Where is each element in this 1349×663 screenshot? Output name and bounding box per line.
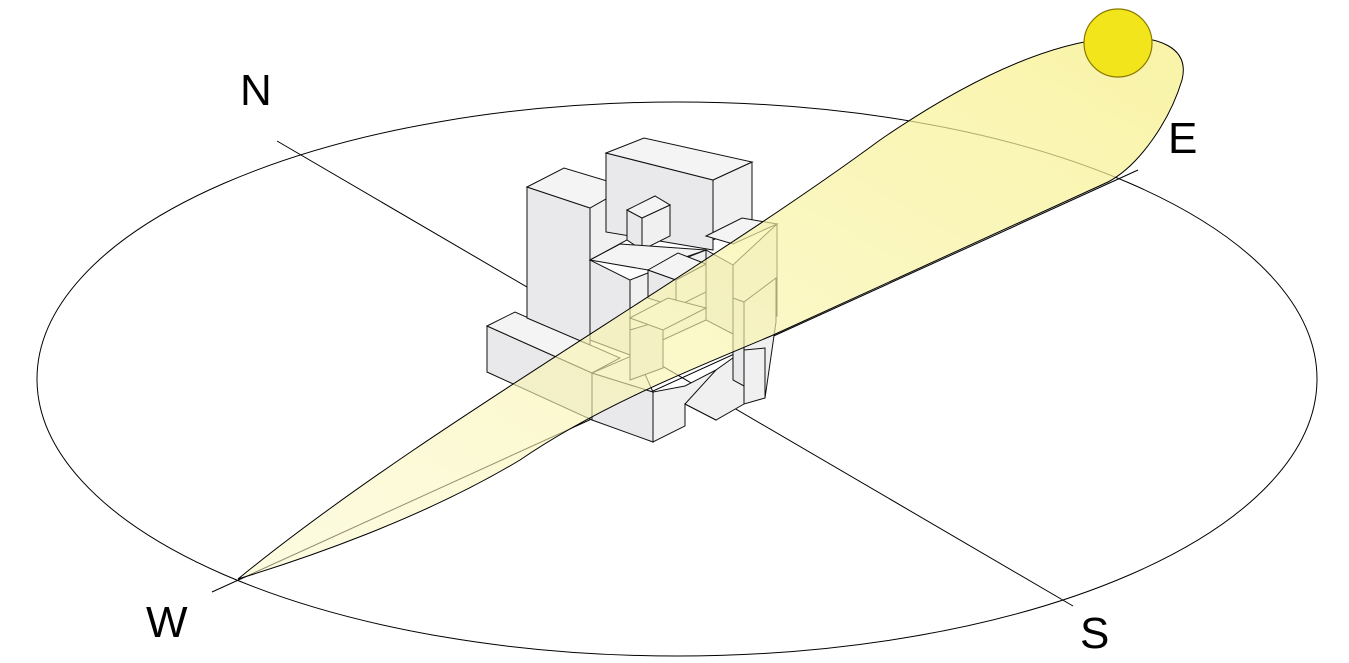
east-label: E	[1168, 114, 1197, 163]
north-label: N	[240, 66, 272, 115]
sun-icon	[1083, 8, 1153, 78]
south-label: S	[1080, 609, 1109, 658]
west-label: W	[146, 598, 188, 647]
sun-path-band	[237, 36, 1184, 580]
horizon-ellipse	[36, 101, 1318, 657]
